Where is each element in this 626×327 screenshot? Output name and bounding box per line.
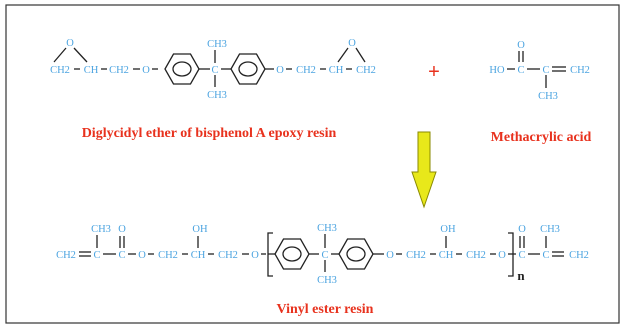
- repeat-subscript-n: n: [517, 268, 525, 283]
- reaction-arrow: [411, 131, 437, 209]
- atom-label: C: [517, 65, 524, 76]
- atom-label: CH3: [540, 224, 560, 235]
- atom-label: CH2: [218, 250, 238, 261]
- atom-label: CH2: [109, 65, 129, 76]
- atom-label: C: [93, 250, 100, 261]
- repeat-bracket-right: [508, 232, 514, 277]
- atom-label: O: [386, 250, 394, 261]
- atom-label: C: [518, 250, 525, 261]
- atom-label: OH: [440, 224, 456, 235]
- atom-label: OH: [192, 224, 208, 235]
- atom-label: CH2: [356, 65, 376, 76]
- atom-label: CH3: [317, 275, 337, 286]
- methacrylic-acid-structure: O HO C C CH2 CH3: [489, 40, 590, 102]
- atom-label: O: [517, 40, 525, 51]
- atom-label: O: [518, 224, 526, 235]
- atom-label: C: [211, 65, 218, 76]
- atom-label: O: [348, 38, 356, 49]
- atom-label: CH3: [317, 223, 337, 234]
- atom-label: O: [276, 65, 284, 76]
- atom-label: O: [118, 224, 126, 235]
- atom-label: CH3: [207, 90, 227, 101]
- atom-label: O: [142, 65, 150, 76]
- atom-label: O: [66, 38, 74, 49]
- atom-label: CH3: [91, 224, 111, 235]
- atom-label: O: [498, 250, 506, 261]
- atom-label: CH2: [158, 250, 178, 261]
- atom-label: O: [251, 250, 259, 261]
- atom-label: O: [138, 250, 146, 261]
- vinyl-ester-structure: CH2 C CH3 C O O CH2 CH OH CH2 O C CH3: [56, 223, 589, 286]
- atom-label: CH2: [406, 250, 426, 261]
- atom-label: CH2: [569, 250, 589, 261]
- atom-label: CH2: [50, 65, 70, 76]
- caption-methacrylic-acid: Methacrylic acid: [491, 130, 592, 145]
- figure-frame: [5, 4, 620, 324]
- atom-label: CH: [191, 250, 206, 261]
- atom-label: HO: [489, 65, 505, 76]
- atom-label: C: [118, 250, 125, 261]
- atom-label: C: [321, 250, 328, 261]
- atom-label: C: [542, 250, 549, 261]
- atom-label: CH2: [296, 65, 316, 76]
- atom-label: CH2: [570, 65, 590, 76]
- plus-sign: +: [428, 61, 440, 83]
- atom-label: CH2: [466, 250, 486, 261]
- caption-vinyl-ester-resin: Vinyl ester resin: [277, 302, 374, 317]
- atom-label: CH3: [538, 91, 558, 102]
- atom-label: CH: [329, 65, 344, 76]
- dgeba-structure: O CH2 CH CH2 O C CH3 CH3 O CH2 CH CH2 O: [50, 38, 376, 101]
- atom-label: C: [542, 65, 549, 76]
- caption-dgeba: Diglycidyl ether of bisphenol A epoxy re…: [82, 126, 337, 141]
- atom-label: CH: [84, 65, 99, 76]
- atom-label: CH3: [207, 39, 227, 50]
- atom-label: CH: [439, 250, 454, 261]
- atom-label: CH2: [56, 250, 76, 261]
